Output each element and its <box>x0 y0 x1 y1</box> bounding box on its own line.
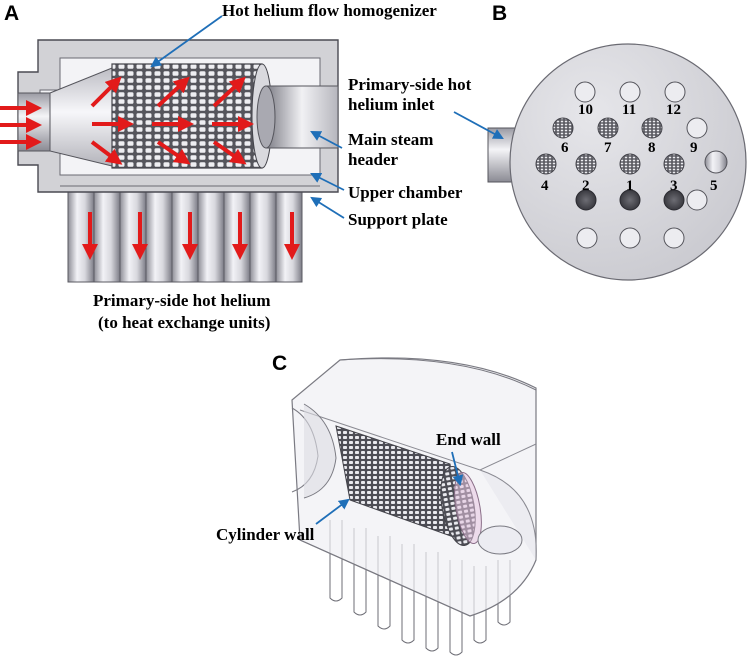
tube-hole-meshed <box>535 153 557 175</box>
tube-hole-dark <box>575 189 597 211</box>
outlet-tube <box>197 189 225 283</box>
steam-header-end <box>256 85 276 149</box>
main-steam-header <box>265 85 339 149</box>
homogenizer-leader <box>150 15 223 68</box>
vessel-bottom-edge <box>299 539 471 617</box>
tube-hole-meshed <box>619 153 641 175</box>
outlet-tube <box>249 189 277 283</box>
hole-number: 9 <box>690 140 698 156</box>
cut-tube <box>449 560 463 656</box>
outlet-tube-bank <box>67 189 303 283</box>
tube-hole-meshed <box>597 117 619 139</box>
end-wall-label: End wall <box>436 430 501 449</box>
support-plate-leader <box>310 196 345 219</box>
hole-number: 2 <box>582 178 590 194</box>
outlet-tube <box>171 189 199 283</box>
flow-arrow <box>90 140 123 165</box>
hole-number: 11 <box>622 102 636 118</box>
flow-arrow <box>156 140 191 165</box>
hole-number: 1 <box>626 178 634 194</box>
outlet-flow-arrows <box>82 212 300 260</box>
tube-hole <box>576 227 598 249</box>
tube-hole-meshed <box>641 117 663 139</box>
vessel-top-rim <box>339 358 537 391</box>
tube-hole-meshed <box>552 117 574 139</box>
upper-chamber-label: Upper chamber <box>348 183 463 202</box>
cut-tube <box>329 520 343 602</box>
inlet-label-line2: helium inlet <box>348 95 435 114</box>
panel-c: C End wall Cylinder <box>216 352 537 656</box>
cylinder-wall-leader <box>315 498 350 525</box>
cut-tube-bank <box>329 520 511 656</box>
cut-tube <box>473 566 487 644</box>
cut-tube <box>377 536 391 630</box>
homogenizer-label: Hot helium flow homogenizer <box>222 1 437 20</box>
steam-header-label-line2: header <box>348 150 399 169</box>
flow-arrow <box>156 76 190 108</box>
tube-hole <box>686 189 708 211</box>
tube-hole <box>664 81 686 103</box>
panel-b: B 10 11 12 6 7 8 9 <box>453 2 747 281</box>
steam-header-leader <box>310 130 343 149</box>
outlet-label-line1: Primary-side hot helium <box>93 291 271 310</box>
tube-hole <box>574 81 596 103</box>
inlet-leader <box>453 111 504 140</box>
outlet-tube <box>145 189 173 283</box>
tube-hole <box>619 81 641 103</box>
flow-arrow <box>90 76 122 108</box>
tube-hole-meshed <box>663 153 685 175</box>
tube-hole-meshed <box>575 153 597 175</box>
hole-number: 12 <box>666 102 681 118</box>
cut-tube <box>497 560 511 626</box>
hole-number: 10 <box>578 102 593 118</box>
hole-number: 7 <box>604 140 612 156</box>
outlet-tube <box>119 189 147 283</box>
flow-arrow <box>212 76 246 108</box>
flow-arrow <box>212 140 247 165</box>
steam-header-label-line1: Main steam <box>348 130 433 149</box>
panel-a-label: A <box>4 2 19 25</box>
panel-a: A <box>0 1 472 332</box>
panel-b-label: B <box>492 2 507 25</box>
cylinder-wall-label: Cylinder wall <box>216 525 315 544</box>
tube-hole-shaded <box>704 150 728 174</box>
support-plate-label: Support plate <box>348 210 448 229</box>
end-wall-leader <box>451 451 464 487</box>
tube-hole-dark <box>619 189 641 211</box>
outlet-tube <box>275 189 303 283</box>
cut-tube <box>425 552 439 652</box>
inlet-bore-inner <box>303 403 337 499</box>
outlet-tube <box>223 189 251 283</box>
outlet-tube <box>93 189 121 283</box>
hole-number: 6 <box>561 140 569 156</box>
hole-number: 5 <box>710 178 718 194</box>
inlet-label-line1: Primary-side hot <box>348 75 472 94</box>
outlet-label-line2: (to heat exchange units) <box>98 313 270 332</box>
hole-number: 8 <box>648 140 656 156</box>
tube-hole <box>686 117 708 139</box>
hole-number: 3 <box>670 178 678 194</box>
upper-chamber-leader <box>310 173 345 191</box>
cut-tube <box>401 544 415 644</box>
inlet-flow-arrows <box>0 100 42 150</box>
tube-hole-dark <box>663 189 685 211</box>
tube-hole <box>663 227 685 249</box>
homogenizer-cylinder <box>111 63 268 169</box>
end-wall-rim <box>454 471 482 545</box>
panel-c-label: C <box>272 352 287 375</box>
homogenizer-flow-arrows <box>90 76 254 165</box>
hole-number: 4 <box>541 178 549 194</box>
tube-hole <box>619 227 641 249</box>
steam-header-stub <box>477 525 523 555</box>
cut-tube <box>353 528 367 616</box>
